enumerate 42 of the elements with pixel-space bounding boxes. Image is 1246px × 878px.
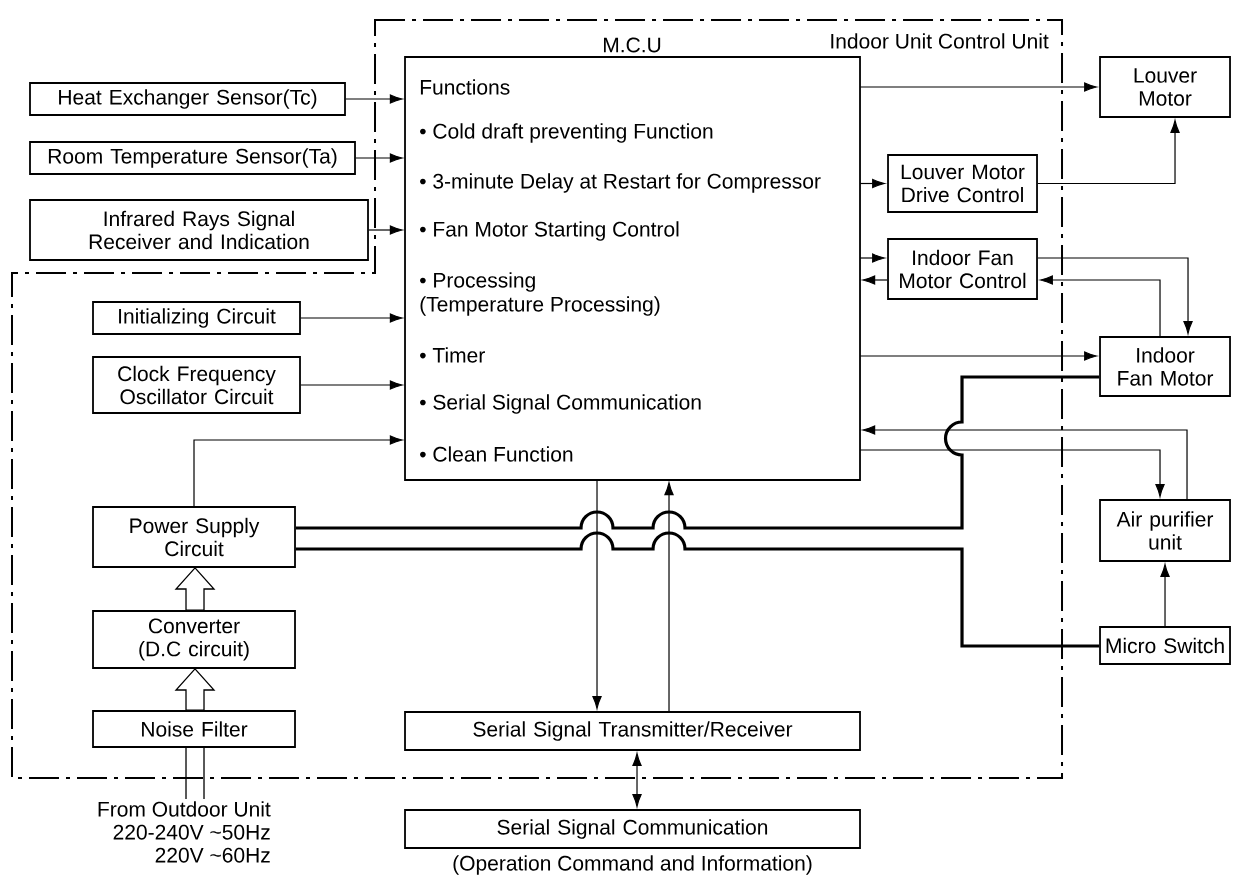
arrow xyxy=(1037,120,1180,185)
arrow xyxy=(664,482,674,712)
block-box: Room Temperature Sensor(Ta) xyxy=(29,141,356,175)
arrow xyxy=(859,351,1097,361)
arrow xyxy=(300,313,403,323)
arrow xyxy=(300,380,403,390)
arrow xyxy=(592,479,602,709)
arrow xyxy=(1037,257,1193,334)
arrow xyxy=(1160,564,1170,627)
double-wire xyxy=(185,745,205,800)
block-box: Louver Motor Drive Control xyxy=(887,154,1038,213)
arrow xyxy=(1040,275,1161,337)
arrow xyxy=(862,425,1188,500)
block-box: Indoor Fan Motor Control xyxy=(887,238,1038,300)
wire xyxy=(295,375,1100,530)
block-box: Micro Switch xyxy=(1099,626,1231,665)
arrow xyxy=(859,449,1165,497)
block-box: Serial Signal Communication xyxy=(404,809,861,849)
block-box: Air purifier unit xyxy=(1099,499,1231,562)
block-box: Louver Motor xyxy=(1099,56,1231,118)
arrow xyxy=(355,153,403,163)
block-box: Converter (D.C circuit) xyxy=(92,610,296,669)
arrow xyxy=(193,435,403,507)
block-box: Serial Signal Transmitter/Receiver xyxy=(404,711,861,751)
block-box: Power Supply Circuit xyxy=(92,506,296,568)
node-label: (Operation Command and Information) xyxy=(453,855,812,875)
arrow xyxy=(859,178,885,189)
arrow xyxy=(345,94,403,104)
arrow xyxy=(368,225,403,235)
block-box: Infrared Rays Signal Receiver and Indication xyxy=(29,199,369,261)
double-arrow xyxy=(632,753,642,807)
block-box: Clock Frequency Oscillator Circuit xyxy=(92,356,301,414)
block-box: Indoor Fan Motor xyxy=(1099,336,1231,397)
source-label: From Outdoor Unit 220-240V ~50Hz 220V ~60Hz xyxy=(98,801,271,863)
arrow xyxy=(859,82,1097,92)
wire xyxy=(295,531,1100,648)
block-box: Initializing Circuit xyxy=(92,301,301,335)
arrow xyxy=(859,253,885,263)
block-box: Noise Filter xyxy=(92,710,296,748)
block-box: Heat Exchanger Sensor(Tc) xyxy=(29,82,346,116)
node-label: M.C.U xyxy=(603,37,661,53)
arrow xyxy=(862,275,888,285)
